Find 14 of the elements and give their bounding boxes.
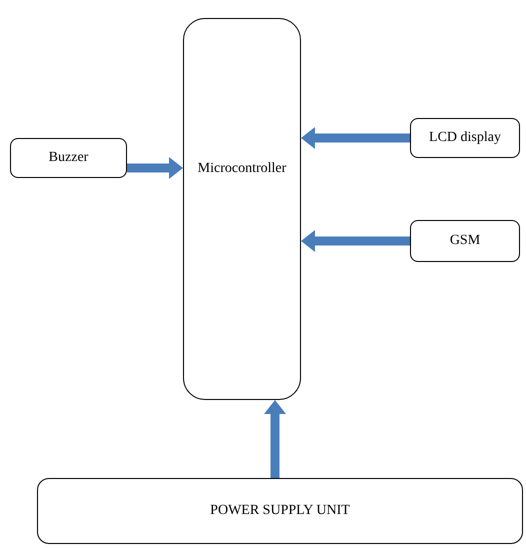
block-label: POWER SUPPLY UNIT [210,503,350,519]
block-label: GSM [450,233,480,249]
arrow [301,127,410,149]
module-block [410,220,520,262]
block-label: Buzzer [48,150,88,166]
module-block [10,138,127,178]
module-block [37,478,523,544]
arrow [127,157,183,179]
block-label: LCD display [429,130,501,146]
arrow [301,230,410,252]
module-block [410,118,520,158]
block-label: Microcontroller [198,161,286,177]
arrow [264,400,286,478]
controller-block [183,18,301,400]
